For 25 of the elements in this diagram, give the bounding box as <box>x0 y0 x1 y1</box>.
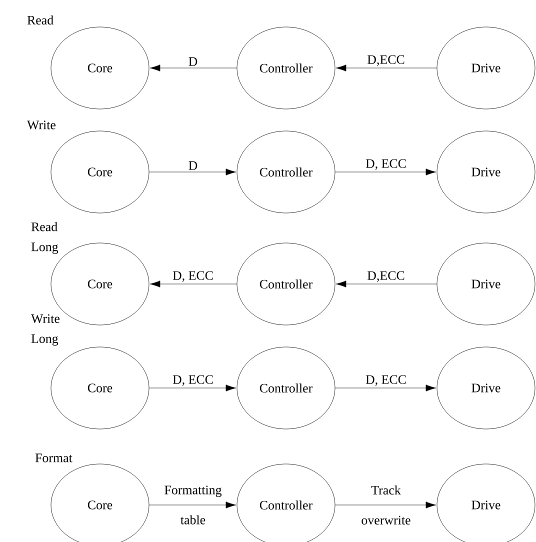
row-label: Read Long <box>31 222 58 254</box>
row-label: Format <box>35 454 72 462</box>
arrow <box>150 64 237 72</box>
arrow <box>335 502 436 508</box>
edge-label: D <box>188 161 198 170</box>
edge-label: D,ECC <box>367 55 404 66</box>
arrow <box>336 280 437 288</box>
edge-label: D, ECC <box>366 159 406 170</box>
arrow <box>149 384 236 392</box>
row-label: Read <box>27 15 54 25</box>
arrow <box>335 168 436 176</box>
edge-label: Track overwrite <box>362 485 410 525</box>
arrow <box>149 502 236 508</box>
arrow <box>335 384 436 392</box>
edge-label: D, ECC <box>172 271 213 282</box>
edge-label: D, ECC <box>172 375 213 386</box>
arrow <box>336 64 437 72</box>
edge-label: Formatting table <box>164 486 222 524</box>
edge-label: D, ECC <box>366 375 406 386</box>
row-label: Write <box>27 120 56 130</box>
arrow <box>149 168 236 176</box>
row-label: Write Long <box>31 314 60 346</box>
arrow <box>150 280 237 288</box>
edge-label: D <box>188 57 198 66</box>
edge-label: D,ECC <box>367 271 404 282</box>
